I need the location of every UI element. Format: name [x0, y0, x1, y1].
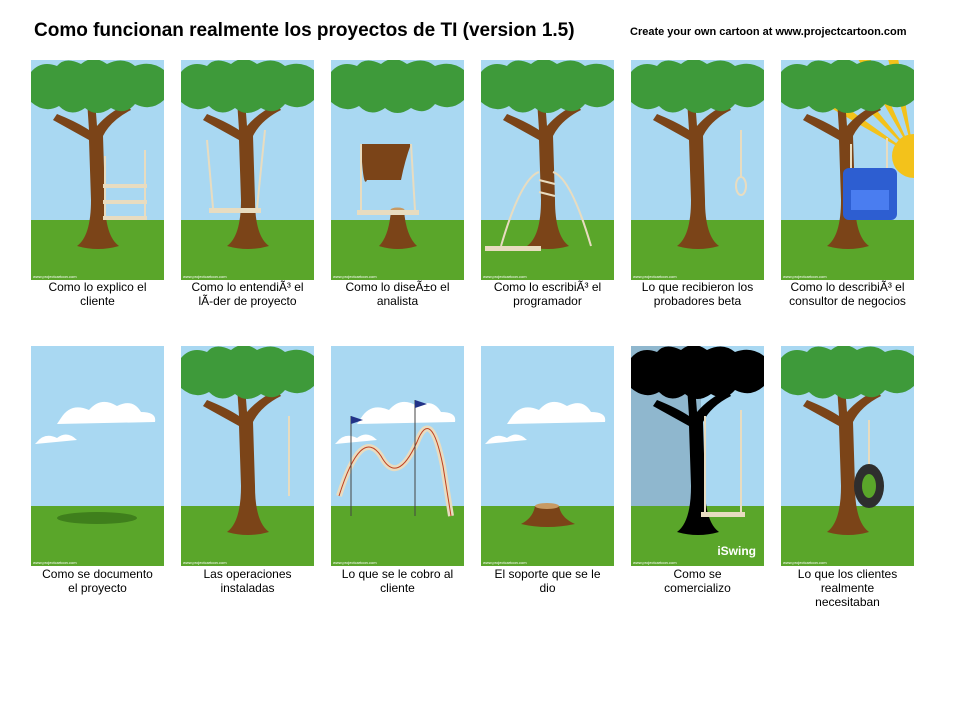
panel-caption: Lo que los clientes realmente necesitaba…: [797, 567, 898, 609]
panel-caption: Como lo escribiÃ³ el programador: [493, 280, 602, 308]
panel-caption: Como lo entendiÃ³ el lÃ-der de proyecto: [191, 280, 304, 308]
watermark: www.projectcartoon.com: [633, 560, 677, 565]
cartoon-panel-ladder-swing: www.projectcartoon.com: [31, 60, 164, 280]
cartoon-panel-stump: www.projectcartoon.com: [481, 346, 614, 566]
watermark: www.projectcartoon.com: [783, 274, 827, 279]
rollercoaster-illustration: [331, 346, 464, 566]
panel-caption: Como se documento el proyecto: [42, 567, 153, 595]
panel-caption: Lo que recibieron los probadores beta: [641, 280, 754, 308]
credit-link[interactable]: Create your own cartoon at www.projectca…: [630, 26, 907, 38]
tire-swing-illustration: [781, 346, 914, 566]
stump-illustration: [481, 346, 614, 566]
watermark: www.projectcartoon.com: [333, 274, 377, 279]
cartoon-panel-long-swing: www.projectcartoon.com: [181, 60, 314, 280]
panel-caption: Como lo describiÃ³ el consultor de negoc…: [789, 280, 906, 308]
watermark: www.projectcartoon.com: [183, 560, 227, 565]
long-swing-illustration: [181, 60, 314, 280]
watermark: www.projectcartoon.com: [483, 560, 527, 565]
page-title: Como funcionan realmente los proyectos d…: [34, 20, 575, 41]
brand-label: iSwing: [717, 544, 756, 558]
noose-illustration: [631, 60, 764, 280]
panel-caption: Como se comercializo: [664, 567, 731, 595]
armchair-swing-illustration: [781, 60, 914, 280]
watermark: www.projectcartoon.com: [183, 274, 227, 279]
cartoon-panel-rollercoaster: www.projectcartoon.com: [331, 346, 464, 566]
cartoon-panel-empty: www.projectcartoon.com: [31, 346, 164, 566]
silhouette-swing-illustration: [631, 346, 764, 566]
wrapped-trunk-swing-illustration: [481, 60, 614, 280]
panel-caption: El soporte que se le dio: [494, 567, 601, 595]
watermark: www.projectcartoon.com: [33, 560, 77, 565]
rope-only-illustration: [181, 346, 314, 566]
watermark: www.projectcartoon.com: [633, 274, 677, 279]
cartoon-panel-cut-trunk-swing: www.projectcartoon.com: [331, 60, 464, 280]
cartoon-panel-armchair-swing: www.projectcartoon.com: [781, 60, 914, 280]
cartoon-panel-silhouette-swing: www.projectcartoon.com iSwing: [631, 346, 764, 566]
panel-caption: Las operaciones instaladas: [203, 567, 292, 595]
panel-caption: Lo que se le cobro al cliente: [341, 567, 454, 595]
watermark: www.projectcartoon.com: [333, 560, 377, 565]
cartoon-panel-wrapped-trunk-swing: www.projectcartoon.com: [481, 60, 614, 280]
cut-trunk-swing-illustration: [331, 60, 464, 280]
cartoon-panel-tire-swing: www.projectcartoon.com: [781, 346, 914, 566]
ladder-swing-illustration: [31, 60, 164, 280]
cartoon-panel-noose: www.projectcartoon.com: [631, 60, 764, 280]
cartoon-panel-rope-only: www.projectcartoon.com: [181, 346, 314, 566]
panel-caption: Como lo diseÃ±o el analista: [345, 280, 450, 308]
empty-illustration: [31, 346, 164, 566]
watermark: www.projectcartoon.com: [783, 560, 827, 565]
watermark: www.projectcartoon.com: [483, 274, 527, 279]
panel-caption: Como lo explico el cliente: [48, 280, 147, 308]
watermark: www.projectcartoon.com: [33, 274, 77, 279]
